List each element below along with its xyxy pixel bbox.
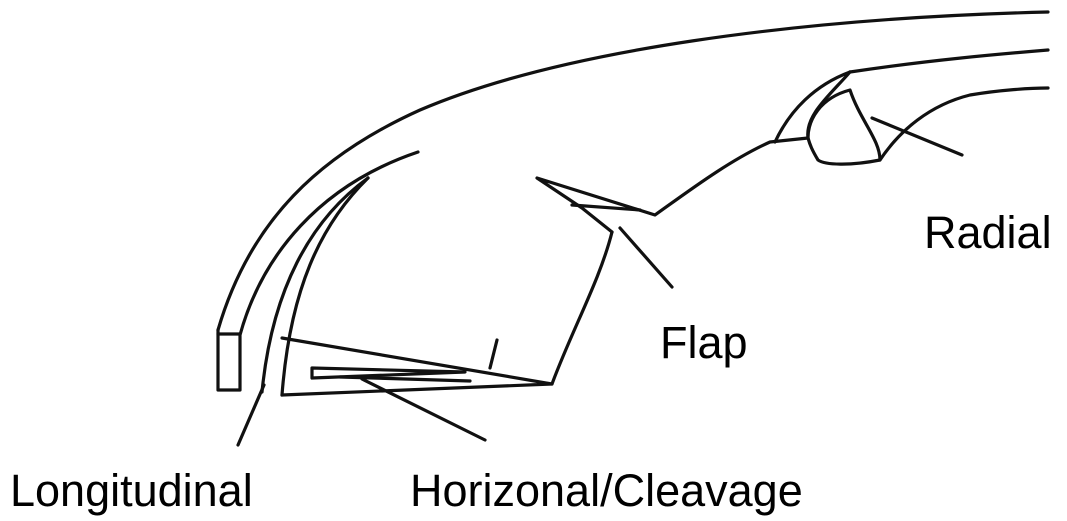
meniscus-outer-rim	[218, 12, 1048, 330]
horizontal-tear-slit	[312, 368, 465, 378]
meniscus-inner-wall	[282, 178, 368, 395]
longitudinal-tear-outer-edge	[218, 152, 418, 390]
radial-tear-right-lobe	[808, 90, 880, 164]
longitudinal-label: Longitudinal	[10, 468, 253, 513]
longitudinal-leader-line	[238, 385, 264, 445]
radial-leader-line	[872, 118, 962, 155]
horizontal-tear-wedge	[282, 338, 552, 395]
meniscus-free-edge	[552, 232, 612, 384]
radial-label: Radial	[924, 210, 1052, 255]
radial-tear-inner-edge	[880, 88, 1048, 160]
horizontal-tear-tick	[490, 340, 497, 368]
radial-tear-left-lobe	[775, 72, 850, 142]
horizontal-tear-flap-line	[340, 377, 470, 381]
horizontal-cleavage-label: Horizonal/Cleavage	[410, 468, 803, 513]
flap-leader-line	[620, 228, 672, 287]
flap-tear	[537, 138, 808, 232]
radial-tear-upper-edge	[850, 50, 1048, 72]
flap-label: Flap	[660, 320, 748, 365]
